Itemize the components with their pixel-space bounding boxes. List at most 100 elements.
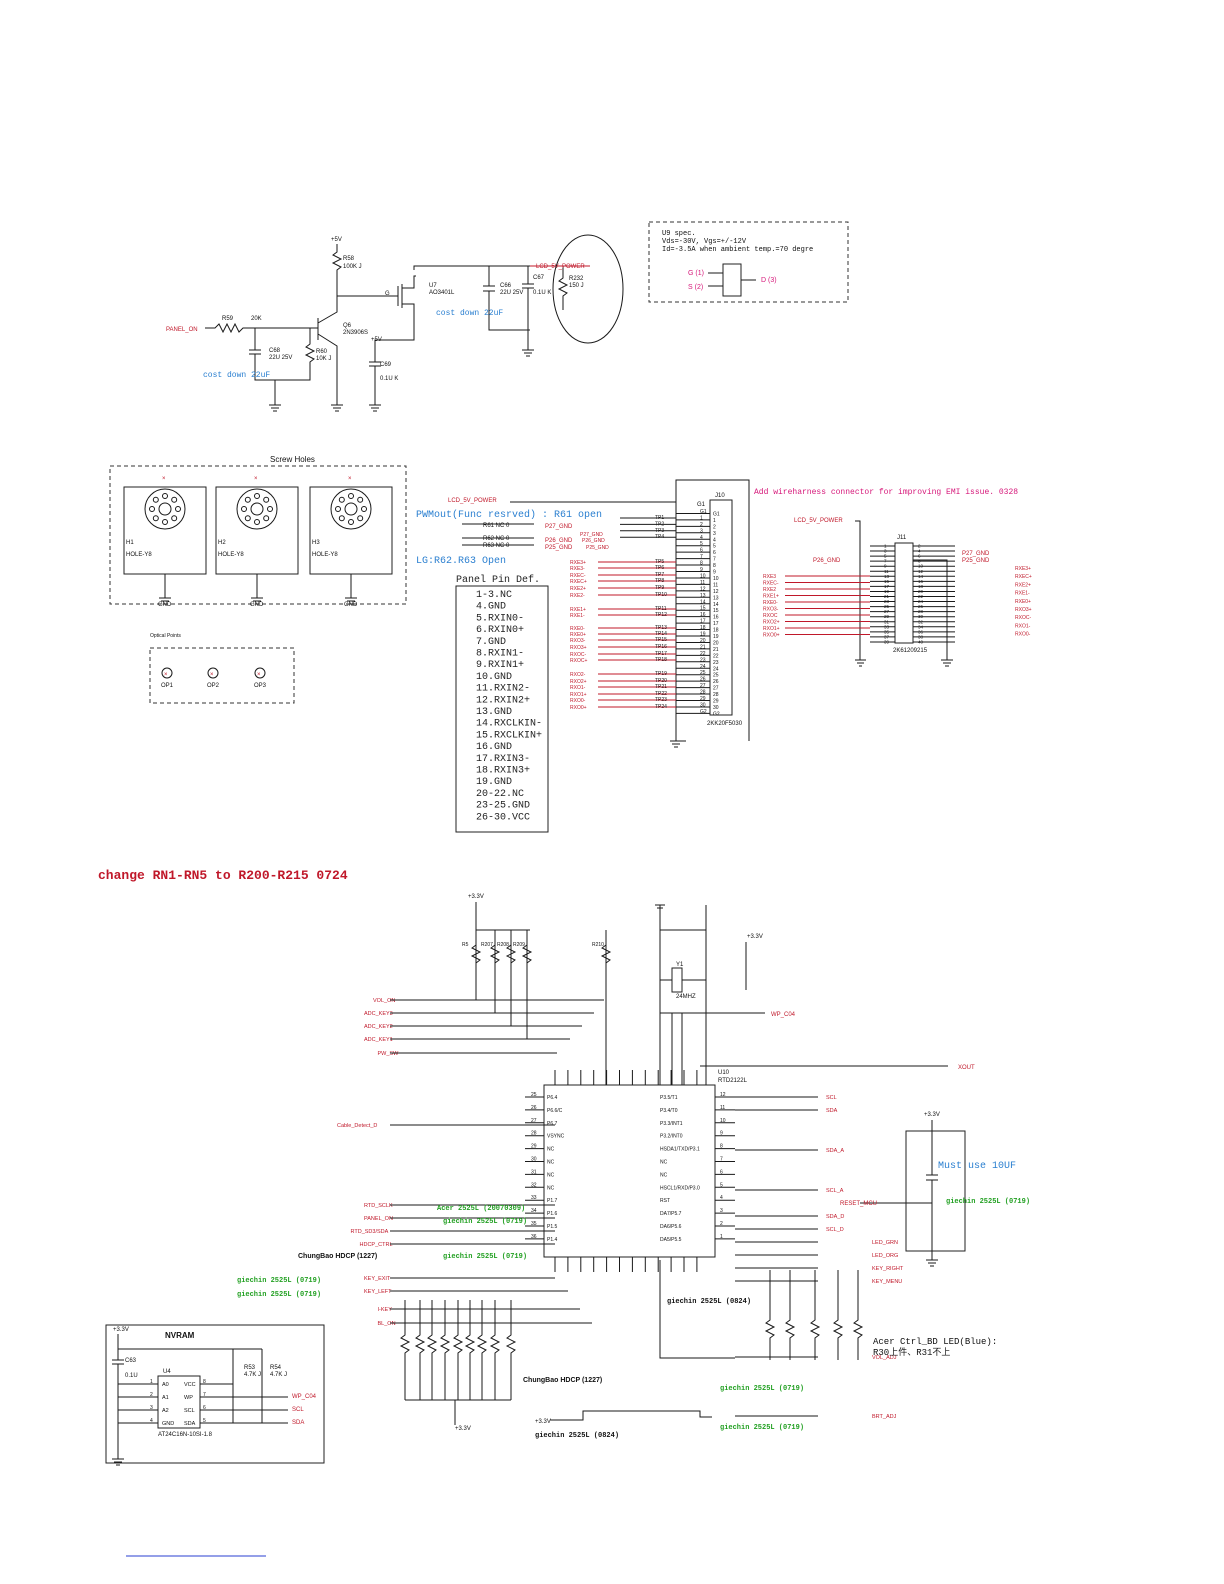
screw-hole-outer — [330, 488, 372, 530]
j11-pin-odd: 3 — [884, 549, 887, 554]
j10-ref: J10 — [715, 493, 725, 499]
pullup-resistor — [489, 944, 501, 964]
u10-left-pin-name: VSYNC — [547, 1134, 565, 1140]
j11-pin-even: 38 — [918, 634, 924, 639]
bottom-resistor — [426, 1300, 438, 1400]
panel-pin-def-title: Panel Pin Def. — [456, 574, 540, 586]
j10-pin-number: 9 — [700, 567, 703, 573]
j10-pin-number-inner: 4 — [713, 537, 716, 543]
j10-pin-number-inner: 10 — [713, 576, 719, 582]
screw-hole-via — [244, 515, 251, 522]
optical-point-marker — [254, 667, 266, 679]
c69-supply-label: +5V — [371, 337, 382, 343]
u10-left-pin-name: NC — [547, 1172, 555, 1178]
panel-pin-entry: 16.GND — [476, 742, 512, 753]
j10-net-label: RXE3- — [570, 566, 585, 572]
u10-left-net-label: HDCP_CTRL — [360, 1242, 393, 1248]
j11-left-net: RXO3- — [763, 607, 779, 613]
u10-left-pin-number: 28 — [531, 1131, 537, 1137]
j10-pin-number-inner: 14 — [713, 602, 719, 608]
screw-hole-gnd-label: GND — [250, 602, 264, 608]
j10-pin-number: 13 — [700, 593, 706, 599]
j10-pin-number-inner: 3 — [713, 531, 716, 537]
screw-hole-outer — [144, 488, 186, 530]
j10-pin-number-inner: 18 — [713, 628, 719, 634]
u10-right-pin-number: 6 — [720, 1169, 723, 1175]
j11-pin-odd: 29 — [884, 614, 890, 619]
u10-right-net-label: SCL — [826, 1095, 837, 1101]
j11-pin-odd: 23 — [884, 599, 890, 604]
panel-pin-entry: 4.GND — [476, 602, 506, 613]
u10-left-pin-number: 34 — [531, 1208, 537, 1214]
u10-left-pin-number: 25 — [531, 1092, 537, 1098]
screw-hole-gnd-label: GND — [344, 602, 358, 608]
bottom-resistor — [399, 1300, 411, 1400]
j10-pin-number-inner: 26 — [713, 679, 719, 685]
u10-right-net-label: BRT_ADJ — [872, 1414, 897, 1420]
nvram-left-pin-name: A2 — [162, 1408, 169, 1414]
j11-pin-even: 40 — [918, 639, 924, 644]
j11-p27-gnd: P27_GND — [962, 551, 990, 557]
u10-left-net-label: VOL_ON — [373, 998, 395, 1004]
optical-point-marker — [207, 667, 219, 679]
j10-pin-number-inner: 1 — [713, 518, 716, 524]
highlight-ellipse — [552, 234, 624, 344]
green-revision-note: giechin 2525L (0719) — [237, 1291, 321, 1299]
j11-pin-even: 34 — [918, 624, 924, 629]
j11-pin-even: 30 — [918, 614, 924, 619]
screw-hole-via — [357, 496, 364, 503]
j11-pin-even: 16 — [918, 579, 924, 584]
j11-right-net: RXE2+ — [1015, 582, 1031, 588]
j11-pin-even: 6 — [918, 554, 921, 559]
green-revision-note: giechin 2525L (0719) — [443, 1253, 527, 1261]
r232-value: 150 J — [569, 283, 584, 289]
u10-left-pin-name: P6.4 — [547, 1095, 558, 1101]
y1-value: 24MHZ — [676, 994, 696, 1000]
cost-down-note-2: cost down 22uF — [436, 309, 503, 318]
screw-hole-via — [162, 493, 168, 499]
j10-testpoint: TP22 — [655, 691, 667, 697]
screw-hole-via — [338, 515, 345, 522]
screw-hole-frame — [123, 486, 207, 575]
screw-hole-no-connect: × — [162, 476, 166, 482]
nvram-net-sda: SDA — [292, 1420, 304, 1426]
c66-ref: C66 — [500, 283, 512, 289]
u10-left-pin-name: P1.5 — [547, 1224, 558, 1230]
j10-net-label: RXE0+ — [570, 632, 586, 638]
reset-3v3: +3.3V — [924, 1112, 940, 1118]
j10-pin-number: 14 — [700, 599, 706, 605]
chungbao-note-1: ChungBao HDCP (1227) — [298, 1253, 377, 1260]
led-resistor — [764, 1270, 776, 1360]
spec-pin-d: D (3) — [761, 277, 777, 284]
j10-net-label: RXO1- — [570, 685, 586, 691]
j10-pin-number-inner: 12 — [713, 589, 719, 595]
change-note: change RN1-RN5 to R200-R215 0724 — [98, 868, 348, 883]
j11-pin-odd: 39 — [884, 639, 890, 644]
pullup-resistor — [470, 944, 482, 964]
bottom-resistor — [464, 1300, 476, 1400]
j10-net-label: RXO3- — [570, 638, 586, 644]
u10-right-pin-name: P3.4/T0 — [660, 1108, 678, 1114]
j11-pin-odd: 33 — [884, 624, 890, 629]
j11-pin-even: 2 — [918, 544, 921, 549]
panel-pin-entry: 12.RXIN2+ — [476, 695, 530, 706]
j10-pin-number-inner: G2 — [713, 711, 720, 717]
j11-pin-odd: 21 — [884, 594, 890, 599]
j10-testpoint: TP11 — [655, 606, 667, 612]
screw-hole-outer — [236, 488, 278, 530]
green-revision-note: giechin 2525L (0719) — [946, 1198, 1030, 1206]
panel-pin-entry: 20-22.NC — [476, 789, 524, 800]
nvram-right-pin-name: SCL — [184, 1408, 195, 1414]
spec-line-2: Vds=-30V, Vgs=+/-12V — [662, 238, 747, 246]
j10-pin-number-inner: 28 — [713, 692, 719, 698]
j10-net-label: RXE1+ — [570, 607, 586, 613]
j11-pin-odd: 11 — [884, 569, 889, 574]
j10-pin-number: 1 — [700, 515, 703, 521]
screw-holes-title: Screw Holes — [270, 455, 315, 464]
nvram-title: NVRAM — [165, 1331, 195, 1340]
screw-hole-via — [244, 496, 251, 503]
panel-pin-entry: 18.RXIN3+ — [476, 766, 530, 777]
j10-part: 2KK20F5030 — [707, 721, 743, 727]
screw-hole-name: HOLE-Y8 — [218, 552, 244, 558]
u10-left-net-label: KEY_EXIT — [364, 1276, 391, 1282]
